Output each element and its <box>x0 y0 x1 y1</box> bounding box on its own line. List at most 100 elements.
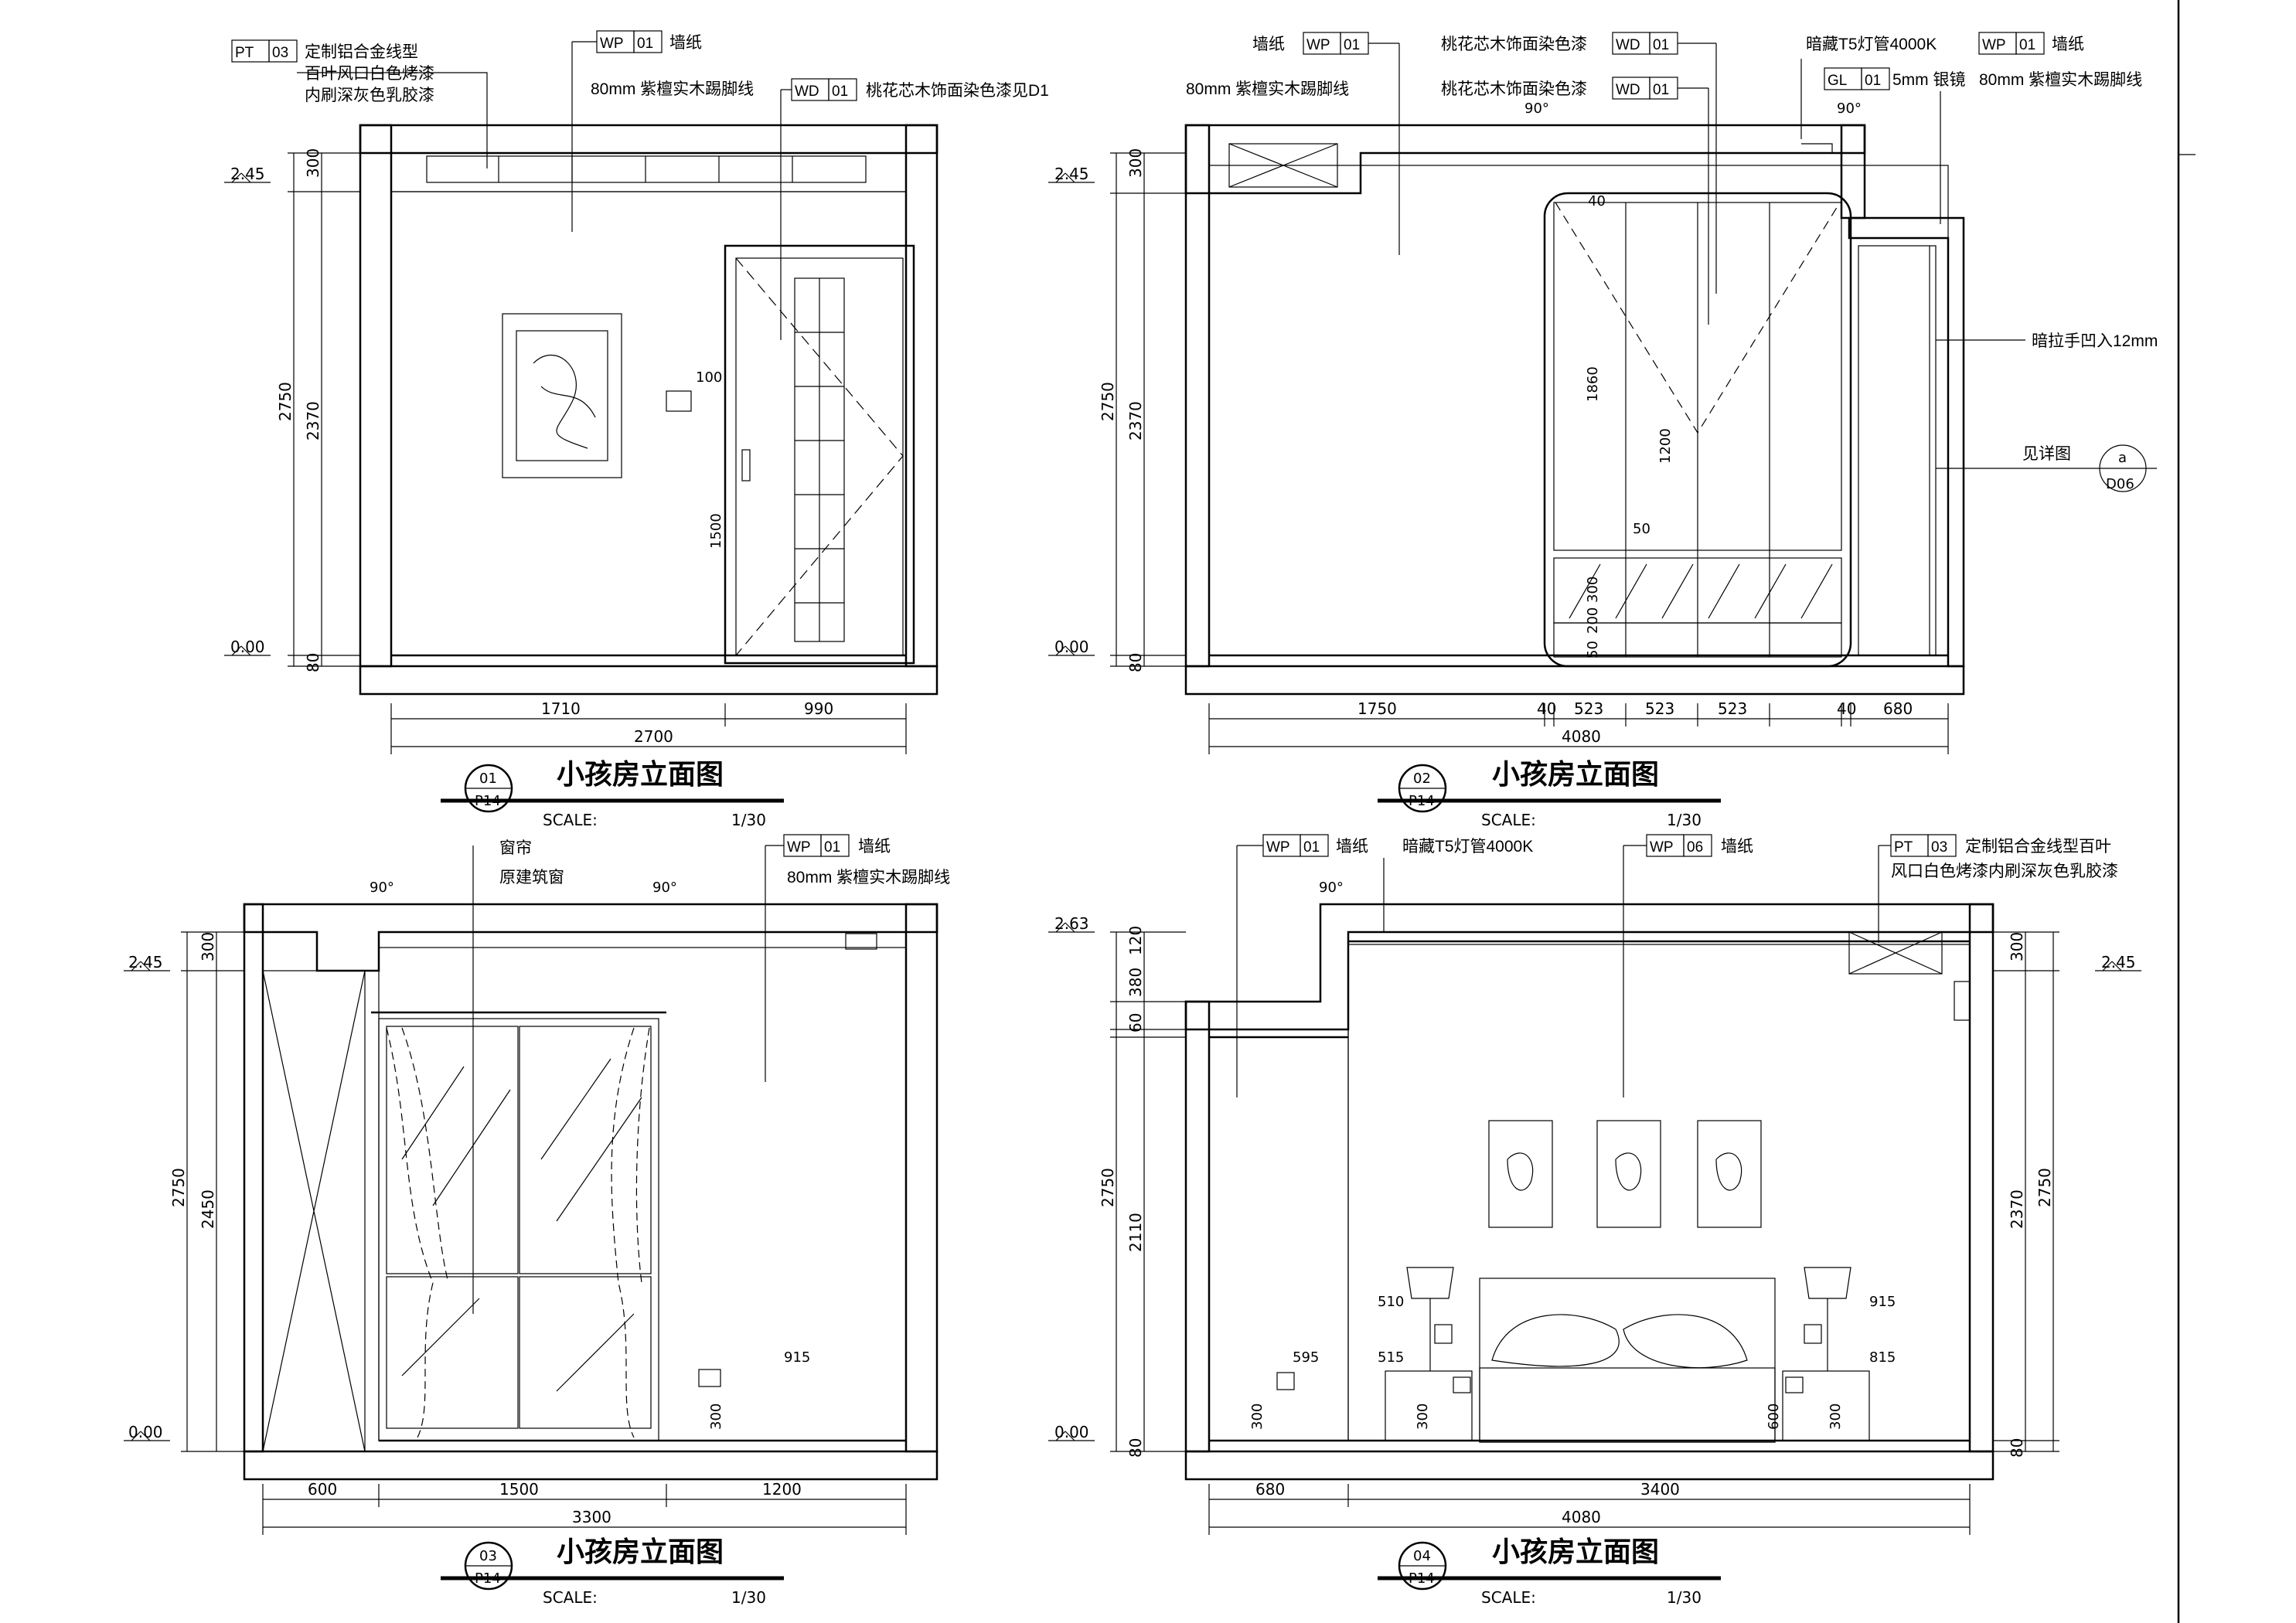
dim-bottom-total: 4080 <box>1562 727 1601 746</box>
angle-label: 90° <box>1524 100 1549 117</box>
callout-num: 01 <box>1653 37 1669 53</box>
wardrobe-plinth <box>1553 622 1842 658</box>
callout-num: 03 <box>272 45 288 61</box>
window-pane <box>519 1276 652 1429</box>
curtain <box>386 1027 650 1438</box>
left-wall <box>243 903 264 1453</box>
left-wall <box>359 124 393 668</box>
badge-number: 03 <box>479 1548 497 1564</box>
right-wall <box>904 903 938 1453</box>
feature-wallpaper <box>1347 944 1971 1441</box>
callout-num: 03 <box>1931 839 1947 856</box>
callout-text: 桃花芯木饰面染色漆见D1 <box>866 82 1049 100</box>
angle-label: 90° <box>652 880 677 896</box>
callout-text: 窗帘 <box>499 839 532 857</box>
elevation-panel-01: 2.45 0.00 300 2750 2370 80 1500 100 1710… <box>224 30 1049 829</box>
scale-label: SCALE: <box>543 1588 598 1607</box>
hidden-lighting <box>1801 143 1833 153</box>
glass-reflection <box>401 1058 642 1392</box>
angle-label: 90° <box>1837 100 1862 117</box>
left-wall <box>1184 1000 1211 1453</box>
callout-num: 01 <box>2019 37 2035 53</box>
dim-bottom: 1500 <box>499 1480 539 1499</box>
right-wall <box>904 124 938 668</box>
floor-slab <box>1184 665 1965 696</box>
dim-inner: 300 <box>1415 1404 1431 1430</box>
wall-socket <box>698 1369 721 1387</box>
air-vent <box>1848 931 1943 975</box>
dim-bottom: 523 <box>1574 699 1603 718</box>
callout-text: 80mm 紫檀实木踢脚线 <box>787 869 950 886</box>
callout-num: 01 <box>637 36 653 52</box>
scale-label: SCALE: <box>1481 811 1536 829</box>
callout-text: 80mm 紫檀实木踢脚线 <box>591 80 754 98</box>
detail-ref-bottom: D06 <box>2106 476 2134 492</box>
level-floor: 0.00 <box>230 638 265 656</box>
panel-title: 小孩房立面图 <box>1492 1536 1659 1568</box>
callout-num: 01 <box>1344 37 1360 53</box>
callout-num: 01 <box>1653 82 1669 98</box>
nightstand-right <box>1782 1370 1870 1441</box>
angle-label: 90° <box>370 880 394 896</box>
dim-bottom: 40 <box>1537 699 1556 718</box>
ceiling-slab <box>1184 903 1995 1031</box>
dim-right: 2750 <box>2035 1168 2054 1207</box>
light-switch <box>666 390 692 412</box>
callout-text: 墙纸 <box>2052 36 2084 53</box>
dim-2450: 2450 <box>199 1189 217 1229</box>
wallpaper-area <box>378 947 907 1441</box>
dim-bottom: 3400 <box>1640 1480 1680 1499</box>
panel-title: 小孩房立面图 <box>557 1536 724 1568</box>
mirror-panel <box>1858 245 1937 656</box>
callout-text: 墙纸 <box>1721 838 1753 856</box>
badge-number: 01 <box>479 771 497 787</box>
scale-label: SCALE: <box>543 811 598 829</box>
level-top: 2.45 <box>230 165 265 183</box>
ceiling-band <box>390 152 907 192</box>
dim-inner: 510 <box>1378 1294 1404 1310</box>
dim-inner: 300 <box>708 1404 724 1430</box>
callout-num: 01 <box>832 83 848 100</box>
detail-ref-text: 见详图 <box>2022 445 2071 463</box>
callout-code: PT <box>1894 839 1913 856</box>
wall-art-frame <box>1596 1120 1661 1228</box>
badge-number: 04 <box>1413 1548 1431 1564</box>
dim-inner: 300 <box>1585 577 1601 603</box>
dim-inner: 1860 <box>1585 366 1601 402</box>
dim-inner: 1200 <box>1657 428 1674 464</box>
dim-bottom: 600 <box>308 1480 337 1499</box>
wall-art-motif <box>1507 1152 1742 1191</box>
dim-inner: 300 <box>1828 1404 1844 1430</box>
wall-painting <box>516 330 608 461</box>
side-opening <box>262 970 366 1452</box>
dim-inner: 915 <box>1869 1294 1896 1310</box>
dim-inner: 50 <box>1585 641 1601 658</box>
dim-990: 990 <box>804 699 833 718</box>
detail-ref-top: a <box>2118 450 2127 466</box>
right-wall <box>1968 903 1995 1453</box>
callout-text: 5mm 银镜 <box>1892 71 1966 89</box>
dim-left: 80 <box>1126 1438 1145 1458</box>
callout-text: 暗藏T5灯管4000K <box>1402 838 1533 856</box>
panel-title: 小孩房立面图 <box>1492 759 1659 791</box>
bed-headboard <box>1479 1278 1776 1443</box>
elevation-panel-04: 2.63 0.00 120 380 60 2750 2110 80 2.45 3… <box>1048 834 2141 1607</box>
callout-code: WP <box>787 839 811 856</box>
detail-reference-bubble <box>2099 444 2147 492</box>
door-opening-indicator <box>1555 202 1841 434</box>
dim-2750: 2750 <box>169 1168 188 1207</box>
callout-text: 墙纸 <box>1252 36 1285 53</box>
dim-right: 2370 <box>2008 1189 2026 1229</box>
callout-text: 墙纸 <box>669 34 702 52</box>
wall-painting-frame <box>502 313 622 478</box>
wardrobe-outline <box>1543 192 1852 668</box>
floor-slab <box>359 665 938 696</box>
scale-value: 1/30 <box>1667 1588 1702 1607</box>
dim-inner: 915 <box>784 1349 810 1366</box>
callout-code: WD <box>795 83 819 100</box>
dim-bottom: 523 <box>1718 699 1747 718</box>
window-pane <box>519 1026 652 1274</box>
wallpaper-area <box>1208 165 1949 656</box>
door-frame <box>724 244 915 665</box>
